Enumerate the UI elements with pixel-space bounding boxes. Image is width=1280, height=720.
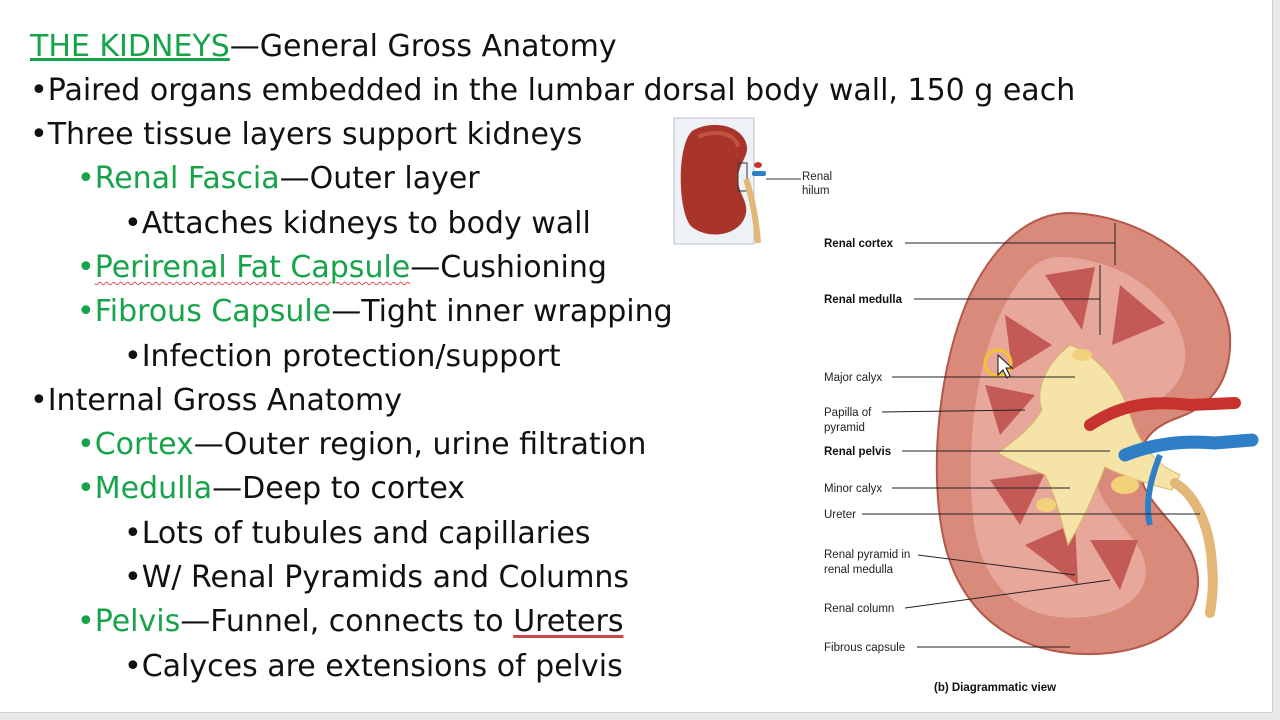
bullet-text: —Cushioning [410, 250, 607, 285]
bullet-text: Three tissue layers support kidneys [47, 117, 583, 152]
bullet-line: •Pelvis—Funnel, connects to Ureters [77, 604, 623, 640]
pyramid [990, 473, 1045, 525]
bullet-dot: • [124, 339, 142, 374]
bullet-text: W/ Renal Pyramids and Columns [141, 560, 630, 595]
inset-label-renal: Renal [802, 171, 832, 183]
inset-label-hilum: hilum [802, 185, 829, 197]
bullet-term: Perirenal Fat Capsule [94, 250, 411, 285]
artery-inset [754, 162, 762, 168]
bullet-dot: • [124, 206, 142, 241]
kidney-highlight [697, 130, 740, 148]
bullet-dot: • [77, 427, 95, 462]
hilum-box [737, 162, 748, 192]
leader-line [881, 409, 1026, 413]
label-major-calyx: Major calyx [824, 372, 882, 384]
ureter-inset [743, 178, 761, 244]
bullet-term: Medulla [94, 471, 213, 506]
bullet-text: —Tight inner wrapping [331, 294, 673, 329]
bullet-text: Attaches kidneys to body wall [141, 206, 591, 241]
bullet-dot: • [77, 161, 95, 196]
bullet-dot: • [30, 117, 48, 152]
vein-inset [752, 171, 766, 176]
label-papilla-1: Papilla of [824, 407, 872, 419]
renal-pelvis [997, 344, 1181, 547]
bullet-dot: • [77, 471, 95, 506]
bullet-line: •Cortex—Outer region, urine filtration [77, 427, 646, 463]
title-term: THE KIDNEYS [30, 29, 230, 64]
bullet-line: •Calyces are extensions of pelvis [124, 649, 623, 685]
bullet-line: •Lots of tubules and capillaries [124, 516, 590, 552]
slide-title: THE KIDNEYS—General Gross Anatomy [30, 29, 617, 65]
kidney-section-figure: Renal cortex Renal medulla Major calyx P… [824, 211, 1259, 694]
bullet-dot: • [77, 250, 95, 285]
bullet-text: Internal Gross Anatomy [47, 383, 402, 418]
label-pyramid-2: renal medulla [824, 564, 894, 576]
bullet-dot: • [77, 604, 95, 639]
bullet-line: •Renal Fascia—Outer layer [77, 161, 480, 197]
label-renal-medulla: Renal medulla [824, 294, 903, 306]
label-renal-cortex: Renal cortex [824, 238, 894, 250]
bullet-line: •Paired organs embedded in the lumbar do… [30, 73, 1075, 109]
bullet-term: Renal Fascia [94, 161, 280, 196]
bullet-text-underlined: Ureters [513, 604, 624, 639]
bullet-line: •Attaches kidneys to body wall [124, 206, 591, 242]
bullet-line: •Internal Gross Anatomy [30, 383, 402, 419]
bullet-term: Fibrous Capsule [94, 294, 332, 329]
vein-branch [1145, 453, 1163, 526]
bullet-line: •Infection protection/support [124, 339, 561, 375]
bullet-text: Infection protection/support [141, 339, 561, 374]
ureter [1170, 478, 1218, 618]
bullet-line: •Fibrous Capsule—Tight inner wrapping [77, 294, 673, 330]
label-fibrous-capsule: Fibrous capsule [824, 642, 905, 654]
figure-caption: (b) Diagrammatic view [934, 682, 1056, 694]
renal-vein [1118, 433, 1259, 462]
bullet-line: •Three tissue layers support kidneys [30, 117, 582, 153]
label-ureter: Ureter [824, 509, 856, 521]
bullet-line: •Medulla—Deep to cortex [77, 471, 465, 507]
kidney-shape [680, 124, 748, 235]
title-rest: —General Gross Anatomy [229, 29, 617, 64]
bullet-line: •Perirenal Fat Capsule—Cushioning [77, 250, 607, 286]
pyramid [1112, 285, 1165, 345]
bullet-dot: • [124, 516, 142, 551]
bullet-text: —Outer region, urine filtration [193, 427, 647, 462]
bullet-dot: • [124, 560, 142, 595]
leader-line [917, 554, 1076, 576]
bullet-dot: • [77, 294, 95, 329]
bullet-text: —Deep to cortex [212, 471, 466, 506]
kidney-inset-figure: Renal hilum [673, 117, 832, 245]
bullet-text: Calyces are extensions of pelvis [141, 649, 623, 684]
fat-patch [1072, 349, 1092, 361]
label-pyramid-1: Renal pyramid in [824, 549, 910, 561]
pyramid [1025, 523, 1078, 585]
pyramid [1090, 540, 1138, 590]
bullet-text: —Outer layer [279, 161, 480, 196]
bullet-term: Cortex [94, 427, 194, 462]
bullet-text: Lots of tubules and capillaries [141, 516, 591, 551]
label-minor-calyx: Minor calyx [824, 483, 882, 495]
label-renal-column: Renal column [824, 603, 894, 615]
renal-artery [1084, 397, 1241, 431]
bullet-dot: • [30, 383, 48, 418]
bullet-line: •W/ Renal Pyramids and Columns [124, 560, 629, 596]
bullet-dot: • [30, 73, 48, 108]
fat-patch [1111, 476, 1139, 494]
label-renal-pelvis: Renal pelvis [824, 446, 891, 458]
leader-line [904, 579, 1111, 609]
fat-patch [1036, 498, 1056, 512]
pointer-highlight [983, 348, 1013, 378]
bullet-text: —Funnel, connects to [180, 604, 514, 639]
bullet-dot: • [124, 649, 142, 684]
bullet-text: Paired organs embedded in the lumbar dor… [47, 73, 1076, 108]
pyramid [1005, 315, 1052, 370]
bullet-term: Pelvis [94, 604, 181, 639]
label-papilla-2: pyramid [824, 422, 865, 434]
